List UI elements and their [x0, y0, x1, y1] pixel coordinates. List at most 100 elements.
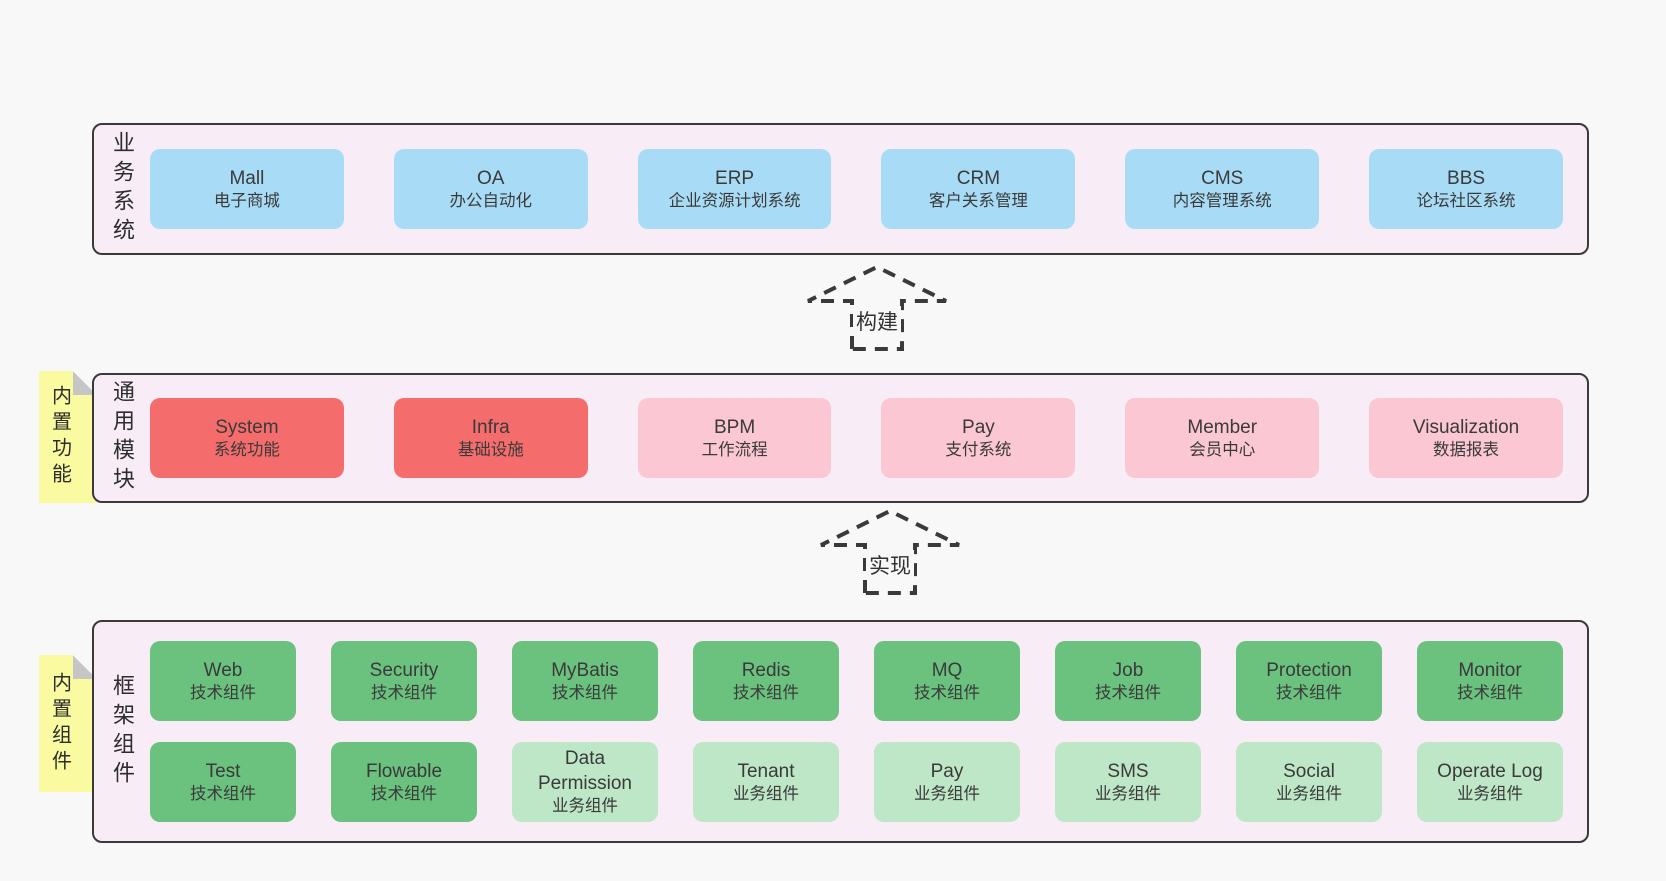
module-box-visualization: Visualization 数据报表	[1369, 398, 1563, 478]
module-box-subtitle: 电子商城	[213, 191, 280, 210]
common-modules-row: System 系统功能 Infra 基础设施 BPM 工作流程 Pay 支付系统 Member 会…	[150, 398, 1587, 478]
module-box-title: MQ	[931, 659, 963, 681]
arrow-label-implement: 实现	[866, 550, 914, 580]
module-box-subtitle: 技术组件	[914, 683, 980, 702]
module-box-subtitle: 技术组件	[190, 784, 256, 803]
module-box-subtitle: 内容管理系统	[1172, 191, 1272, 210]
module-box-title: Job	[1112, 659, 1144, 681]
module-box-sms: SMS 业务组件	[1055, 742, 1201, 822]
module-box-title: Protection	[1266, 659, 1352, 681]
module-box-subtitle: 技术组件	[1457, 683, 1523, 702]
module-box-oa: OA 办公自动化	[393, 149, 588, 229]
module-box-title: OA	[477, 167, 505, 189]
layer-label-common-modules: 通用模块	[110, 380, 135, 496]
module-box-crm: CRM 客户关系管理	[881, 149, 1076, 229]
module-box-title: Web	[203, 659, 243, 681]
module-box-title: SMS	[1107, 760, 1149, 782]
module-box-pay: Pay 支付系统	[881, 398, 1076, 478]
module-box-title: Flowable	[365, 760, 443, 782]
module-box-job: Job 技术组件	[1055, 641, 1201, 721]
module-box-subtitle: 客户关系管理	[928, 191, 1028, 210]
module-box-subtitle: 技术组件	[371, 784, 437, 803]
layer-common-modules: 通用模块 System 系统功能 Infra 基础设施 BPM 工作流程 Pay 支付系统 Me…	[92, 373, 1589, 503]
module-box-title: Redis	[741, 659, 791, 681]
layer-label-business-systems: 业务系统	[110, 131, 135, 247]
sticky-note-label: 内置组件	[48, 671, 71, 776]
module-box-monitor: Monitor 技术组件	[1417, 641, 1563, 721]
module-box-subtitle: 系统功能	[213, 440, 280, 459]
module-box-title: ERP	[715, 167, 755, 189]
module-box-subtitle: 企业资源计划系统	[668, 191, 801, 210]
module-box-title: Member	[1187, 416, 1258, 438]
module-box-mq: MQ 技术组件	[874, 641, 1020, 721]
module-box-security: Security 技术组件	[331, 641, 477, 721]
module-box-title: Pay	[962, 416, 995, 438]
sticky-note-built-in-components: 内置组件	[39, 655, 97, 792]
module-box-title: Operate Log	[1437, 760, 1543, 782]
module-box-title: Tenant	[737, 760, 795, 782]
module-box-subtitle: 业务组件	[914, 784, 980, 803]
module-box-subtitle: 工作流程	[701, 440, 768, 459]
module-box-subtitle: 基础设施	[457, 440, 524, 459]
module-box-test: Test 技术组件	[150, 742, 296, 822]
sticky-note-built-in-features: 内置功能	[39, 371, 97, 503]
module-box-subtitle: 技术组件	[190, 683, 256, 702]
module-box-subtitle: 业务组件	[1095, 784, 1161, 803]
module-box-subtitle: 业务组件	[1276, 784, 1342, 803]
module-box-subtitle: 会员中心	[1189, 440, 1256, 459]
module-box-system: System 系统功能	[150, 398, 344, 478]
module-box-title: Mall	[229, 167, 265, 189]
module-box-operate-log: Operate Log 业务组件	[1417, 742, 1563, 822]
module-box-subtitle: 技术组件	[552, 683, 618, 702]
module-box-pay: Pay 业务组件	[874, 742, 1020, 822]
module-box-bpm: BPM 工作流程	[637, 398, 832, 478]
module-box-flowable: Flowable 技术组件	[331, 742, 477, 822]
module-box-redis: Redis 技术组件	[693, 641, 839, 721]
module-box-title: System	[215, 416, 279, 438]
module-box-subtitle: 业务组件	[733, 784, 799, 803]
layer-business-systems: 业务系统 Mall 电子商城 OA 办公自动化 ERP 企业资源计划系统 CRM 客户关系管理…	[92, 123, 1589, 255]
module-box-title: BPM	[713, 416, 756, 438]
layer-label-framework-components: 框架组件	[110, 673, 135, 790]
module-box-title: CRM	[956, 167, 1001, 189]
module-box-title: Visualization	[1412, 416, 1520, 438]
module-box-mybatis: MyBatis 技术组件	[512, 641, 658, 721]
up-arrow-build: 构建	[802, 264, 952, 352]
module-box-title: Test	[205, 760, 241, 782]
up-arrow-implement: 实现	[815, 508, 965, 596]
module-box-subtitle: 支付系统	[945, 440, 1012, 459]
module-box-tenant: Tenant 业务组件	[693, 742, 839, 822]
module-box-title: CMS	[1201, 167, 1244, 189]
sticky-note-label: 内置功能	[48, 385, 71, 489]
module-box-protection: Protection 技术组件	[1236, 641, 1382, 721]
module-box-cms: CMS 内容管理系统	[1125, 149, 1320, 229]
module-box-erp: ERP 企业资源计划系统	[637, 149, 832, 229]
module-box-mall: Mall 电子商城	[150, 149, 344, 229]
module-box-subtitle: 技术组件	[1276, 683, 1342, 702]
module-box-subtitle: 技术组件	[371, 683, 437, 702]
module-box-infra: Infra 基础设施	[393, 398, 588, 478]
module-box-subtitle: 办公自动化	[449, 191, 532, 210]
module-box-subtitle: 业务组件	[1457, 784, 1523, 803]
module-box-subtitle: 技术组件	[1095, 683, 1161, 702]
module-box-subtitle: 技术组件	[733, 683, 799, 702]
module-box-title: Social	[1283, 760, 1335, 782]
module-box-title: Infra	[471, 416, 510, 438]
module-box-title: Monitor	[1458, 659, 1522, 681]
module-box-title: Security	[369, 659, 439, 681]
module-box-title: Data Permission	[538, 748, 632, 795]
module-box-title: MyBatis	[551, 659, 619, 681]
module-box-subtitle: 业务组件	[552, 797, 618, 816]
module-box-member: Member 会员中心	[1125, 398, 1320, 478]
module-box-web: Web 技术组件	[150, 641, 296, 721]
module-box-social: Social 业务组件	[1236, 742, 1382, 822]
module-box-subtitle: 论坛社区系统	[1416, 191, 1516, 210]
module-box-subtitle: 数据报表	[1433, 440, 1500, 459]
module-box-title: Pay	[930, 760, 964, 782]
